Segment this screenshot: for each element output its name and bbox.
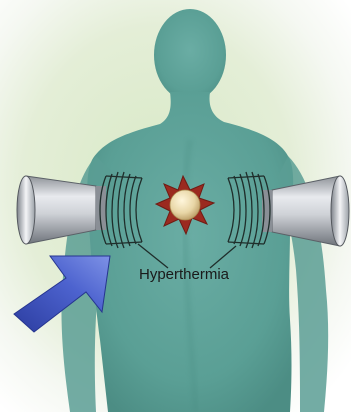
left-emitter-face <box>17 176 35 244</box>
head <box>154 9 226 101</box>
right-emitter-face <box>331 176 349 246</box>
tumor-core <box>170 190 200 220</box>
hyperthermia-label: Hyperthermia <box>128 266 240 283</box>
